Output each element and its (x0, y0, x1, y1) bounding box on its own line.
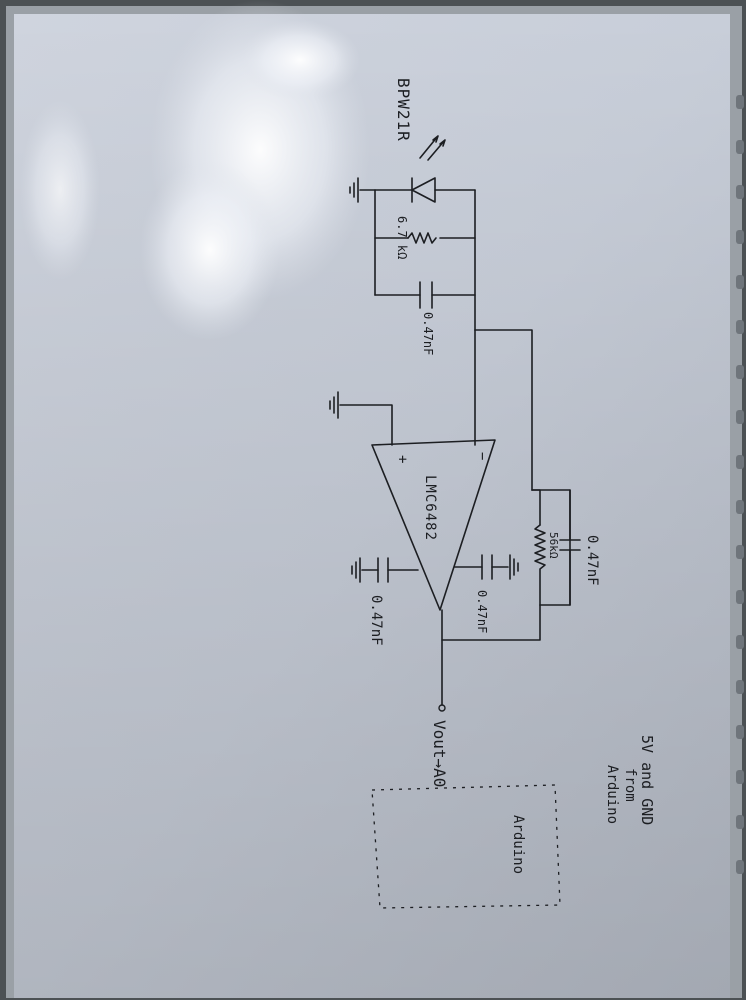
feedback-rail-top (531, 489, 571, 606)
paper-shadow (14, 14, 730, 998)
ground-symbol-2 (329, 391, 339, 419)
arduino-box (371, 784, 561, 909)
glare (20, 0, 370, 340)
label-output: Vout→A0 (430, 720, 449, 787)
label-feedback-cap-2: 0.47nF (584, 535, 600, 586)
label-photodiode: BPW21R (394, 78, 413, 142)
ground-symbol-1 (349, 177, 376, 203)
output-terminal (438, 704, 446, 712)
label-arduino: Arduino (510, 815, 526, 874)
label-feedback-resistor-1: 6.7 kΩ (395, 216, 409, 259)
ground-symbol-3 (351, 557, 361, 583)
plus-input-wire (339, 404, 393, 446)
decouple-cap-2-symbol (481, 554, 493, 580)
opamp-symbol (371, 439, 496, 611)
label-feedback-resistor-2: 56kΩ (547, 532, 560, 559)
feedback-bottom-wire (441, 604, 541, 641)
feedback-rail-left (531, 489, 541, 526)
label-opamp-name: LMC6482 (422, 475, 438, 541)
label-opamp-plus: + (394, 455, 410, 463)
photodiode-symbol (411, 135, 446, 203)
binder-holes (736, 95, 744, 874)
ground-symbol-4 (509, 554, 519, 580)
label-opamp-minus: − (474, 452, 490, 460)
feedback-top-wire (474, 329, 533, 491)
note-line-1: 5V and GND (638, 735, 656, 825)
note-line-3: Arduino (604, 765, 620, 824)
label-decouple-cap-1: 0.47nF (368, 595, 384, 646)
note-line-2: from (622, 768, 638, 802)
resistor-1-symbol (407, 232, 437, 244)
decouple-cap-1-symbol (377, 557, 389, 583)
label-feedback-cap-1: 0.47nF (421, 312, 435, 355)
cap-2-symbol (559, 489, 581, 606)
resistor-2-symbol (534, 524, 546, 606)
label-decouple-cap-2: 0.47nF (475, 590, 489, 633)
schematic: BPW21R 6.7 kΩ 0.47nF + − LMC6482 56kΩ 0.… (329, 78, 656, 909)
cap-1-symbol (419, 281, 433, 309)
